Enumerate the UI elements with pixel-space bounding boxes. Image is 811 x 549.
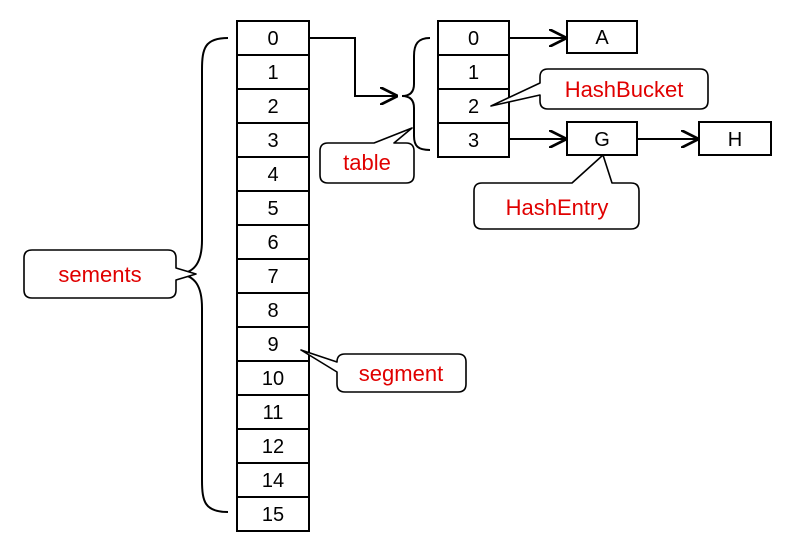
entry-g-label: G [594,129,610,151]
segment-cell-label: 5 [267,198,278,220]
entry-a-label: A [595,27,609,49]
table-array: 0 1 2 3 [437,20,510,158]
segment-cell-label: 4 [267,164,278,186]
table-label: table [343,150,391,175]
segment-cell-label: 6 [267,232,278,254]
entry-a-box [566,20,638,54]
entry-h-box [698,121,772,156]
segment-cell-5 [236,190,310,226]
hashbucket-callout [490,68,709,110]
segment-cell-14 [236,496,310,532]
hashentry-label: HashEntry [506,195,609,220]
entry-h-label: H [728,129,742,151]
segment-cell-label: 10 [262,368,284,390]
hashentry-callout [473,154,640,230]
segment-cell-label: 0 [267,28,278,50]
segment-callout [300,349,467,393]
bucket-cell-label: 2 [468,96,479,118]
segment-cell-11 [236,394,310,430]
segment-cell-13 [236,462,310,498]
hashbucket-label: HashBucket [565,77,684,102]
bucket-cell-label: 0 [468,28,479,50]
segment-cell-label: 15 [262,504,284,526]
segment-cell-label: 2 [267,96,278,118]
segment-cell-label: 8 [267,300,278,322]
segment-cell-3 [236,122,310,158]
segment-cell-10 [236,360,310,396]
segment-to-table-arrow [309,37,396,96]
bucket-cell-2 [437,88,510,124]
bucket-cell-label: 1 [468,62,479,84]
segment-cell-label: 3 [267,130,278,152]
segment-cell-label: 11 [263,402,284,424]
table-brace [401,37,431,151]
segment-cell-7 [236,258,310,294]
bucket-cell-label: 3 [468,130,479,152]
sements-callout [23,249,197,299]
segment-cell-label: 9 [267,334,278,356]
bucket-cell-3 [437,122,510,158]
segment-label: segment [359,361,443,386]
segment-cell-label: 14 [262,470,284,492]
table-callout [319,127,415,184]
segment-cell-9 [236,326,310,362]
segment-cell-label: 12 [262,436,284,458]
segment-cell-label: 7 [267,266,278,288]
sements-label: sements [58,262,141,287]
segment-cell-label: 1 [267,62,278,84]
